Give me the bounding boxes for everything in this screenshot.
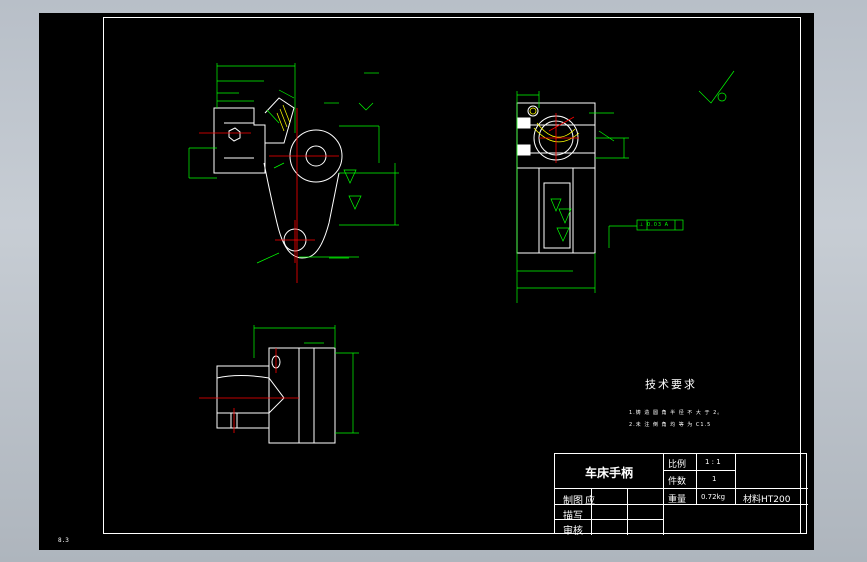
designer-label: 制图 xyxy=(563,496,583,507)
count-value: 1 xyxy=(712,475,717,483)
bottom-view-dimensions xyxy=(253,325,359,434)
reviewer-label: 审核 xyxy=(563,526,583,537)
side-insert xyxy=(517,117,531,129)
side-insert-2 xyxy=(517,144,531,156)
front-view-hatch xyxy=(276,104,291,132)
count-label: 件数 xyxy=(668,477,687,487)
scale-value: 1 : 1 xyxy=(705,458,721,466)
side-slot xyxy=(543,182,571,249)
side-view-dimensions xyxy=(516,70,735,303)
technical-requirements-title: 技术要求 xyxy=(645,378,697,391)
bottom-view-centerlines xyxy=(199,348,299,433)
designer-name: 应 xyxy=(585,496,595,507)
side-view-centerlines xyxy=(539,113,579,163)
drafter-label: 描写 xyxy=(563,511,583,522)
weight-label: 重量 xyxy=(668,495,687,505)
feature-control-text: ⊥ 0.03 A xyxy=(639,222,670,228)
front-view-centerlines xyxy=(199,108,339,283)
material-label: 材料HT200 xyxy=(743,495,791,505)
side-oil-hole xyxy=(527,105,539,117)
hex-nut xyxy=(228,127,241,142)
bottom-arm xyxy=(216,375,285,414)
drawing-canvas xyxy=(188,63,735,444)
title-block: 车床手柄 比例 1 : 1 件数 1 制图 应 重量 0.72kg 材料HT20… xyxy=(554,453,808,537)
feature-control-frame xyxy=(636,219,684,231)
slot-outline xyxy=(264,97,295,144)
clamp-lines xyxy=(224,122,254,159)
drawing-sheet: 8.3 xyxy=(39,13,814,550)
technical-note-2: 2.未 注 倒 角 均 等 为 C1.5 xyxy=(629,422,712,428)
corner-label: 8.3 xyxy=(58,537,69,544)
front-view-dimensions xyxy=(188,63,399,264)
scale-label: 比例 xyxy=(668,460,687,470)
clamp-block xyxy=(213,107,266,174)
part-name: 车床手柄 xyxy=(585,466,634,480)
weight-value: 0.72kg xyxy=(701,493,726,501)
drawing-border xyxy=(103,17,801,534)
technical-note-1: 1.铸 造 圆 角 半 径 不 大 于 2。 xyxy=(629,410,724,416)
